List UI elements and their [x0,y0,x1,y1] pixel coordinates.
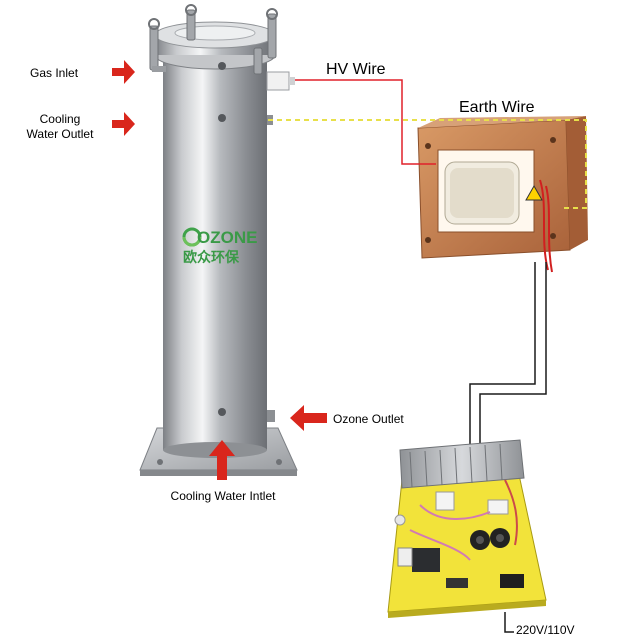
hv-warning-icon [525,184,543,201]
power-cable [469,262,547,633]
brand-logo: OZONE 欧众环保 [182,227,257,266]
cooling-water-outlet-label-1: Cooling [40,112,81,126]
ozone-outlet-arrow [290,405,327,431]
port-hole [218,408,226,416]
lid-clamp-bolts [148,4,278,75]
gas-inlet-port [152,66,166,72]
ozone-outlet-port [267,410,275,422]
cooling-water-inlet-label: Cooling Water Intlet [171,489,277,503]
power-supply-board [387,439,547,618]
cooling-outlet-arrow [112,112,135,136]
hv-connector [266,71,290,91]
port-hole [218,62,226,70]
logo-brand-text: OZONE [197,228,257,247]
ozone-outlet-label: Ozone Outlet [333,412,404,426]
control-chip [412,548,440,572]
heatsink [399,439,525,489]
gas-inlet-label: Gas Inlet [30,66,79,80]
tube-body [163,58,267,450]
arrows [112,60,327,480]
earth-wire-line [268,119,587,209]
transformer-leads [539,179,553,273]
logo-chinese-text: 欧众环保 [183,249,240,266]
bridge-rectifier [500,574,524,588]
hv-wire-line [295,79,436,165]
gas-inlet-arrow [112,60,135,84]
ozone-reactor-tube: OZONE 欧众环保 [139,4,298,476]
earth-wire-label: Earth Wire [459,99,535,116]
hv-transformer [417,116,588,273]
hv-wire-label: HV Wire [326,61,386,78]
power-input-label: 220V/110V [516,623,575,637]
port-hole [218,114,226,122]
transformer-block [397,547,413,567]
cooling-water-outlet-label-2: Water Outlet [27,127,95,141]
cooling-inlet-arrow [209,440,235,480]
